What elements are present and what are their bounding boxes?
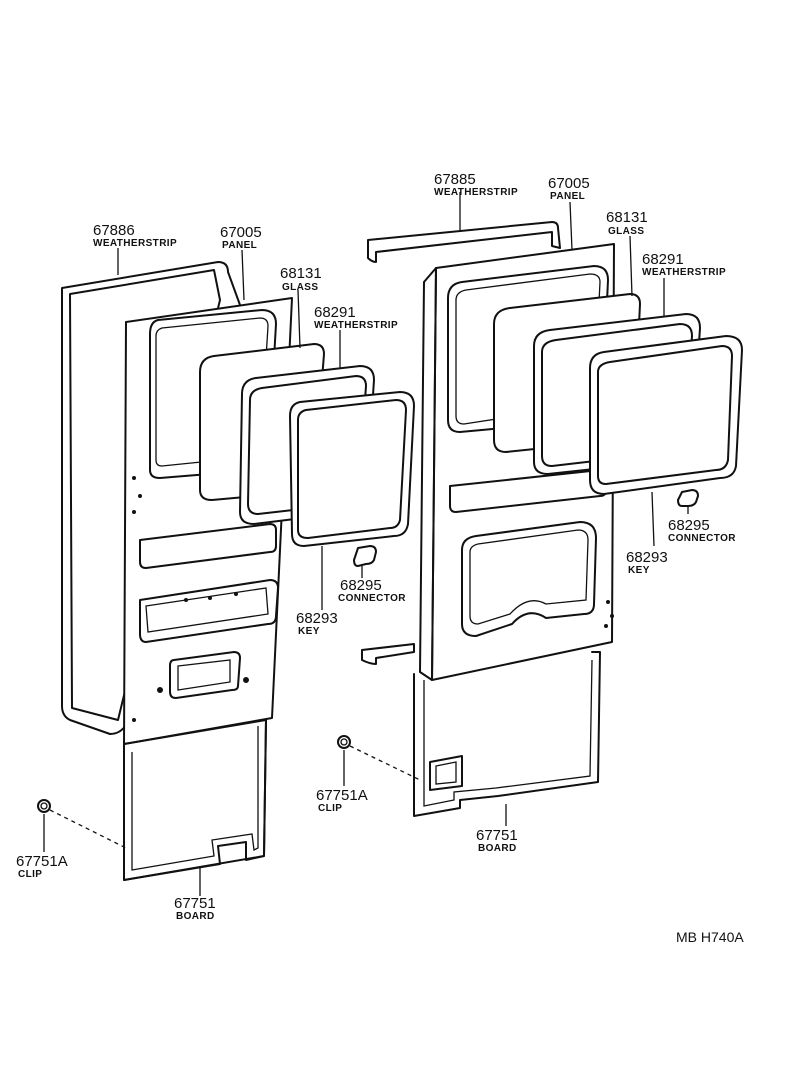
label-number: 68131	[606, 209, 648, 226]
label-number: 67751	[174, 895, 216, 912]
label-number: 67005	[548, 175, 590, 192]
right-door-assembly	[337, 192, 743, 826]
right-connector-68295	[677, 489, 699, 507]
part-labels: 67886 WEATHERSTRIP 67005 PANEL 68131 GLA…	[16, 171, 744, 945]
right-weatherstrip-lower	[361, 643, 415, 665]
drawing-code: MB H740A	[676, 929, 744, 945]
label-number: 67885	[434, 171, 476, 188]
label-name: CLIP	[18, 869, 42, 880]
label-name: BOARD	[176, 911, 215, 922]
label-name: CLIP	[318, 803, 342, 814]
label-number: 67751A	[16, 853, 68, 870]
right-key-68293	[589, 335, 743, 495]
label-name: GLASS	[608, 226, 644, 237]
label-number: 68295	[668, 517, 710, 534]
label-name: PANEL	[550, 191, 585, 202]
left-board-67751	[123, 719, 267, 881]
label-number: 67751A	[316, 787, 368, 804]
left-clip-67751A	[37, 799, 127, 849]
label-number: 67886	[93, 222, 135, 239]
label-number: 68131	[280, 265, 322, 282]
left-connector-68295	[353, 545, 377, 567]
label-number: 68293	[626, 549, 668, 566]
right-clip-67751A	[337, 735, 421, 781]
left-door-assembly	[37, 248, 415, 896]
label-number: 68291	[642, 251, 684, 268]
label-name: WEATHERSTRIP	[642, 267, 726, 278]
label-name: WEATHERSTRIP	[93, 238, 177, 249]
left-key-68293	[289, 391, 415, 547]
label-name: KEY	[298, 626, 320, 637]
label-name: CONNECTOR	[338, 593, 406, 604]
label-name: WEATHERSTRIP	[314, 320, 398, 331]
label-name: CONNECTOR	[668, 533, 736, 544]
right-weatherstrip-67885	[367, 221, 561, 263]
label-name: BOARD	[478, 843, 517, 854]
right-board-67751	[413, 651, 601, 817]
label-name: GLASS	[282, 282, 318, 293]
label-name: KEY	[628, 565, 650, 576]
label-number: 67005	[220, 224, 262, 241]
label-name: PANEL	[222, 240, 257, 251]
label-number: 67751	[476, 827, 518, 844]
label-number: 68293	[296, 610, 338, 627]
label-name: WEATHERSTRIP	[434, 187, 518, 198]
label-number: 68291	[314, 304, 356, 321]
label-number: 68295	[340, 577, 382, 594]
